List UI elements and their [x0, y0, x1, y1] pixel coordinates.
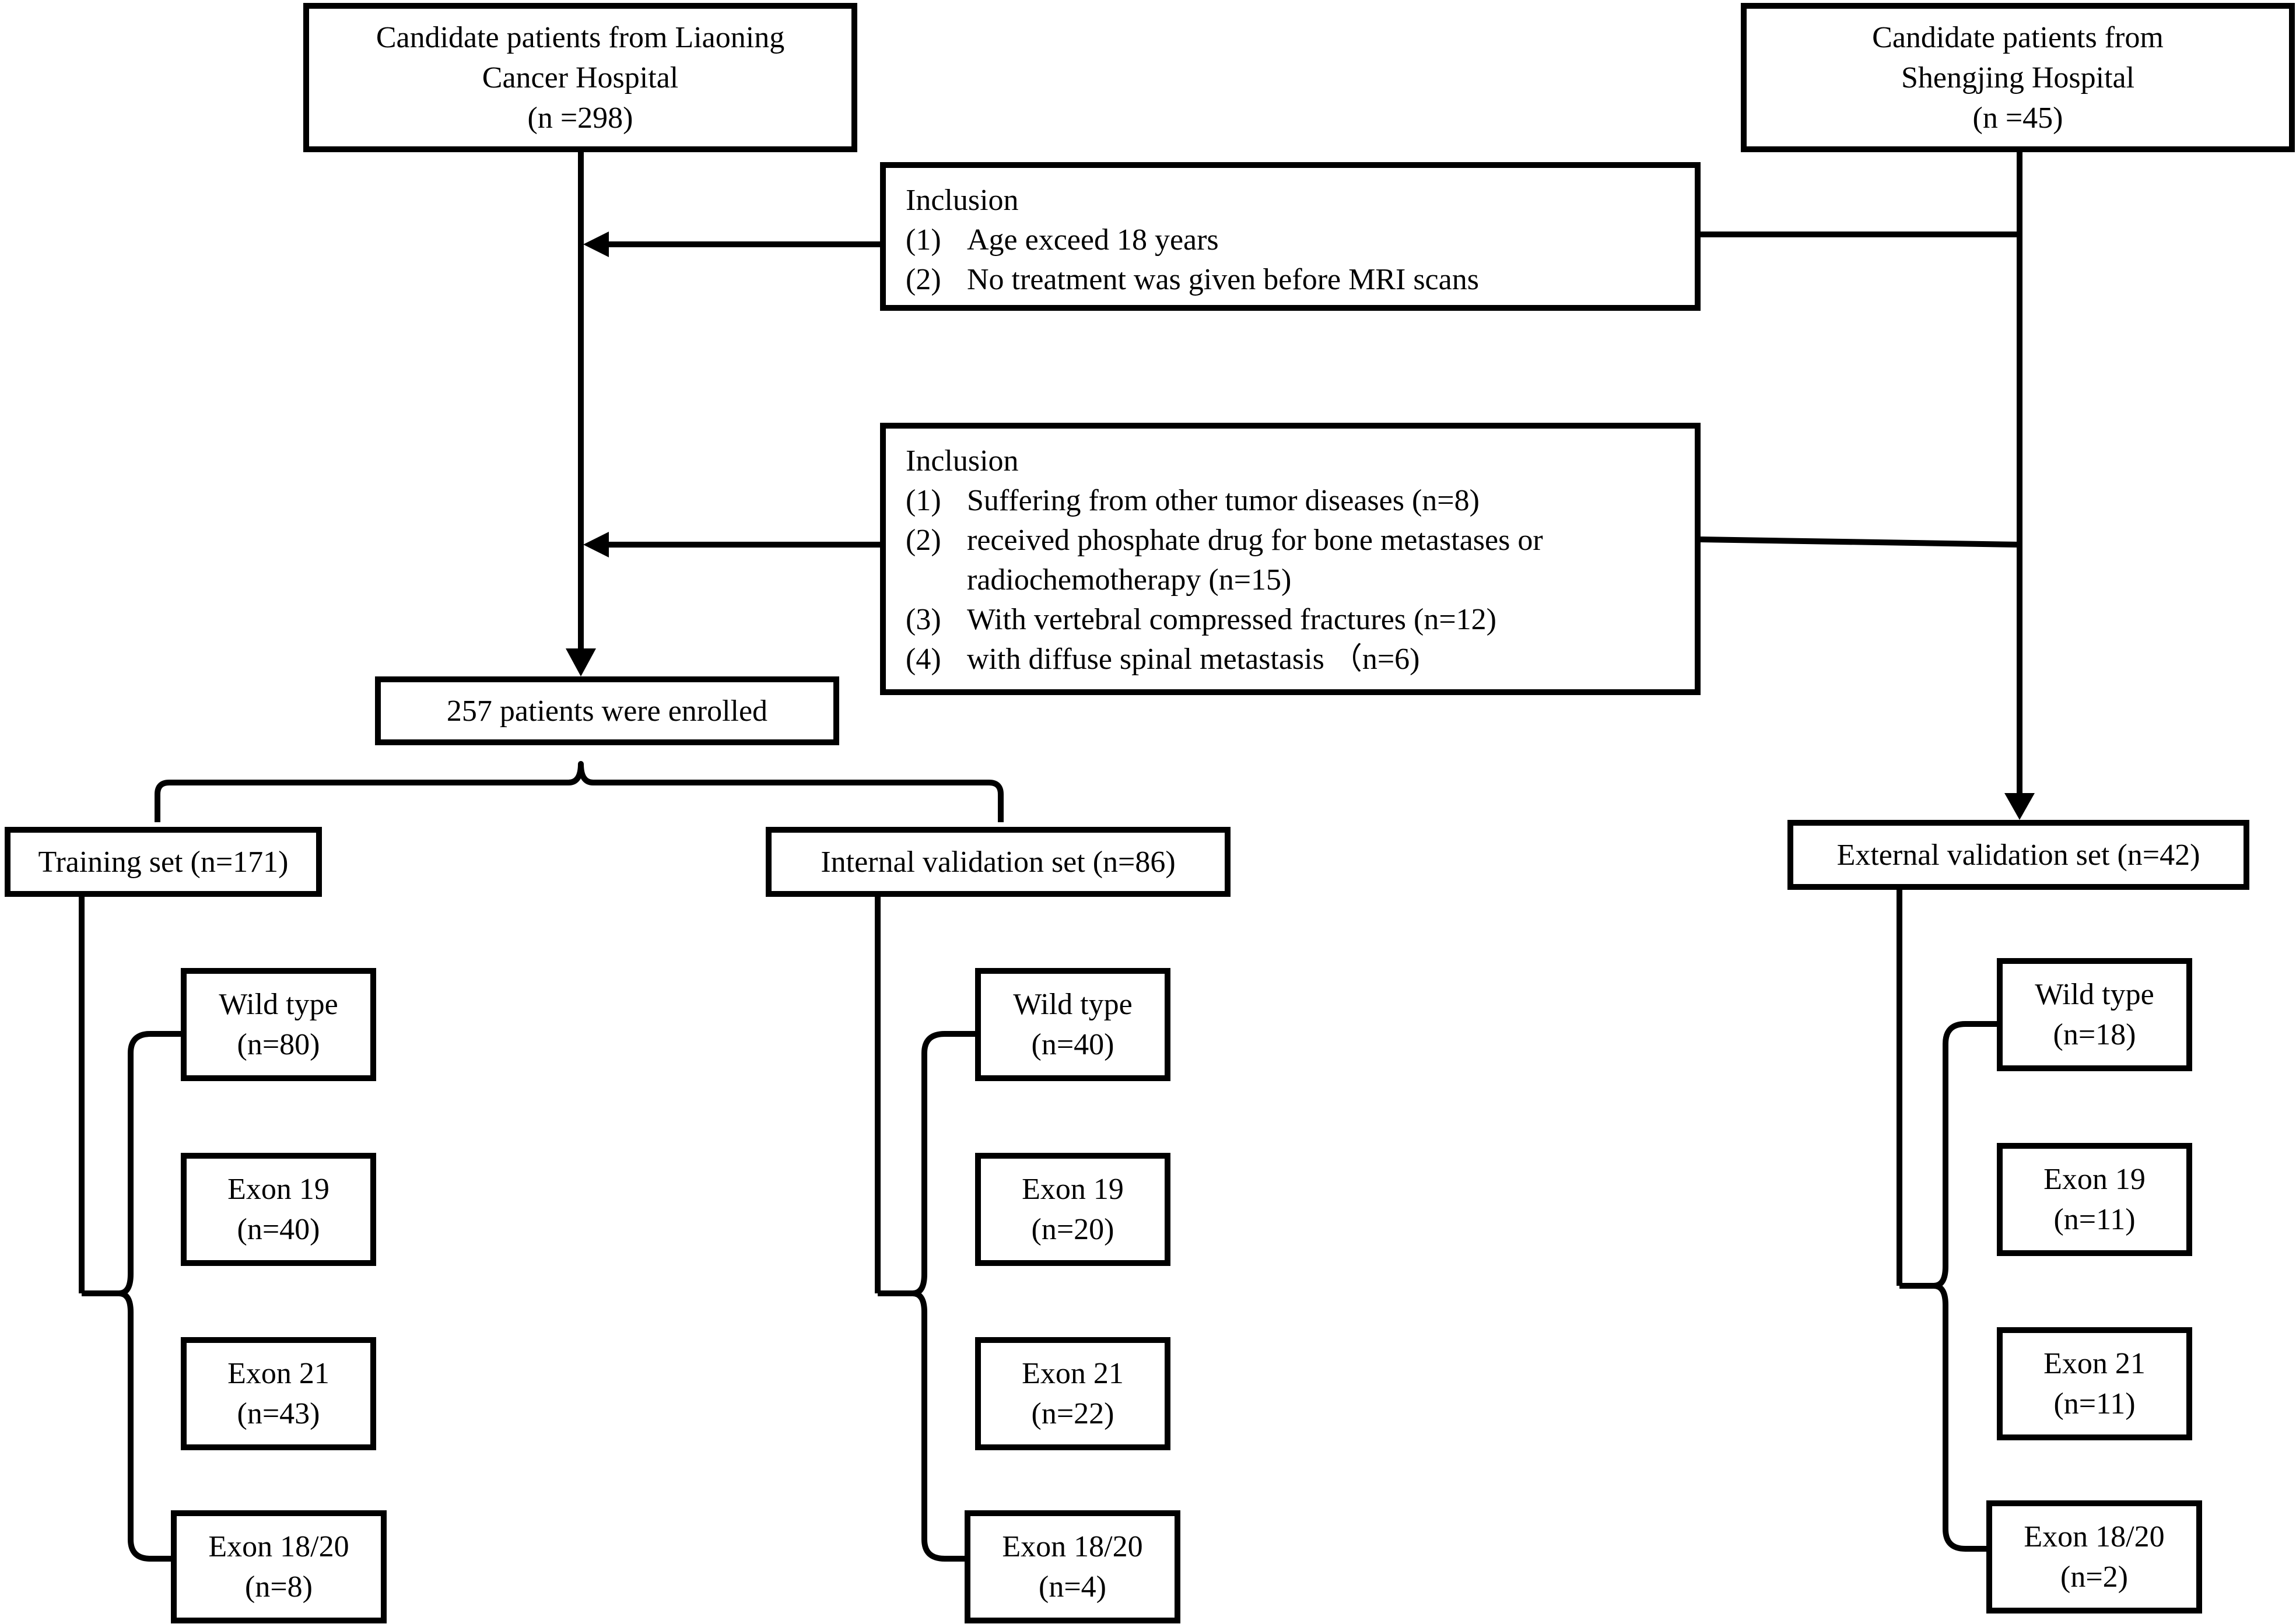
- group-name: Exon 21: [227, 1357, 329, 1390]
- internal-group-box: Exon 18/20 (n=4): [965, 1510, 1180, 1623]
- internal-validation-set-label: Internal validation set (n=86): [821, 845, 1176, 879]
- group-name: Wild type: [2035, 978, 2154, 1011]
- group-name: Wild type: [219, 988, 338, 1021]
- group-name: Exon 21: [2043, 1347, 2146, 1380]
- group-name: Wild type: [1013, 988, 1133, 1021]
- criteria-2-item-number: (3): [906, 603, 941, 636]
- group-count: (n=2): [2060, 1560, 2128, 1594]
- enrolled-arrowhead: [566, 648, 596, 676]
- shengjing-count: (n =45): [1972, 101, 2063, 135]
- criteria-2-arrowhead: [583, 532, 609, 557]
- criteria-2-item-continuation: radiochemotherapy (n=15): [967, 563, 1292, 597]
- shengjing-line-2: Shengjing Hospital: [1901, 61, 2135, 94]
- group-name: Exon 18/20: [1002, 1530, 1143, 1563]
- criteria-2-item: (1) Suffering from other tumor diseases …: [906, 481, 1695, 521]
- liaoning-source-box: Candidate patients from Liaoning Cancer …: [303, 3, 857, 152]
- criteria-2-item-number: (2): [906, 524, 941, 557]
- group-name: Exon 18/20: [2024, 1520, 2165, 1553]
- criteria-1-item: (1) Age exceed 18 years: [906, 220, 1695, 260]
- internal-bracket: [910, 1031, 977, 1562]
- group-name: Exon 18/20: [208, 1530, 349, 1563]
- external-group-box: Exon 19 (n=11): [1997, 1143, 2192, 1256]
- criteria-1-item-number: (1): [906, 223, 941, 257]
- group-name: Exon 21: [1022, 1357, 1124, 1390]
- liaoning-line-1: Candidate patients from Liaoning: [376, 20, 785, 54]
- group-count: (n=18): [2053, 1018, 2136, 1051]
- external-validation-set-label: External validation set (n=42): [1836, 838, 2200, 872]
- criteria-2-item: (2) received phosphate drug for bone met…: [906, 521, 1695, 560]
- group-count: (n=11): [2053, 1203, 2136, 1236]
- group-count: (n=40): [1031, 1028, 1114, 1061]
- shengjing-source-box: Candidate patients from Shengjing Hospit…: [1741, 3, 2295, 152]
- criteria-2-item-text: Suffering from other tumor diseases (n=8…: [967, 484, 1480, 517]
- enrolled-label: 257 patients were enrolled: [446, 694, 768, 728]
- group-count: (n=11): [2053, 1387, 2136, 1420]
- training-group-box: Exon 18/20 (n=8): [171, 1510, 387, 1623]
- enrolled-box: 257 patients were enrolled: [375, 676, 839, 745]
- criteria-2-item-text: received phosphate drug for bone metasta…: [967, 524, 1543, 557]
- external-arrowhead: [2004, 793, 2035, 820]
- criteria-2-heading: Inclusion: [906, 444, 1019, 478]
- external-group-box: Exon 18/20 (n=2): [1986, 1500, 2202, 1614]
- group-count: (n=40): [237, 1213, 320, 1246]
- training-group-box: Exon 19 (n=40): [181, 1153, 376, 1266]
- criteria-1-heading: Inclusion: [906, 184, 1019, 217]
- group-name: Exon 19: [1022, 1173, 1124, 1206]
- criteria-2-item: (3) With vertebral compressed fractures …: [906, 600, 1695, 640]
- inclusion-criteria-box-2: Inclusion (1) Suffering from other tumor…: [880, 423, 1701, 695]
- training-group-box: Wild type (n=80): [181, 968, 376, 1081]
- inclusion-criteria-box-1: Inclusion (1) Age exceed 18 years (2) No…: [880, 162, 1701, 311]
- external-validation-set-box: External validation set (n=42): [1787, 820, 2249, 890]
- liaoning-line-2: Cancer Hospital: [482, 61, 679, 94]
- liaoning-count: (n =298): [527, 101, 633, 135]
- group-name: Exon 19: [227, 1173, 329, 1206]
- criteria-1-item-text: Age exceed 18 years: [967, 223, 1219, 257]
- split-bracket: [155, 761, 1004, 822]
- group-count: (n=8): [245, 1570, 313, 1604]
- criteria-1-item-text: No treatment was given before MRI scans: [967, 263, 1479, 296]
- training-set-box: Training set (n=171): [5, 827, 322, 897]
- training-set-label: Training set (n=171): [38, 845, 289, 879]
- group-count: (n=22): [1031, 1397, 1114, 1430]
- group-count: (n=43): [237, 1397, 320, 1430]
- criteria-2-item-text: With vertebral compressed fractures (n=1…: [967, 603, 1496, 636]
- shengjing-line-1: Candidate patients from: [1872, 20, 2164, 54]
- group-name: Exon 19: [2043, 1163, 2146, 1196]
- external-group-box: Exon 21 (n=11): [1997, 1327, 2192, 1440]
- criteria-1-item-number: (2): [906, 263, 941, 296]
- criteria-1-arrowhead: [583, 232, 609, 257]
- group-count: (n=4): [1039, 1570, 1106, 1604]
- criteria-2-item-text: with diffuse spinal metastasis （n=6): [967, 643, 1420, 676]
- criteria-1-item: (2) No treatment was given before MRI sc…: [906, 260, 1695, 300]
- internal-group-box: Wild type (n=40): [975, 968, 1170, 1081]
- criteria-2-right-connector: [1698, 536, 2020, 548]
- internal-group-box: Exon 19 (n=20): [975, 1153, 1170, 1266]
- group-count: (n=20): [1031, 1213, 1114, 1246]
- external-group-box: Wild type (n=18): [1997, 958, 2192, 1071]
- criteria-2-item: (4) with diffuse spinal metastasis （n=6): [906, 640, 1695, 679]
- training-group-box: Exon 21 (n=43): [181, 1337, 376, 1450]
- criteria-2-item-number: (1): [906, 484, 941, 517]
- external-bracket: [1931, 1021, 2000, 1552]
- internal-group-box: Exon 21 (n=22): [975, 1337, 1170, 1450]
- training-bracket: [116, 1031, 183, 1562]
- criteria-2-item-number: (4): [906, 643, 941, 676]
- group-count: (n=80): [237, 1028, 320, 1061]
- internal-validation-set-box: Internal validation set (n=86): [766, 827, 1231, 897]
